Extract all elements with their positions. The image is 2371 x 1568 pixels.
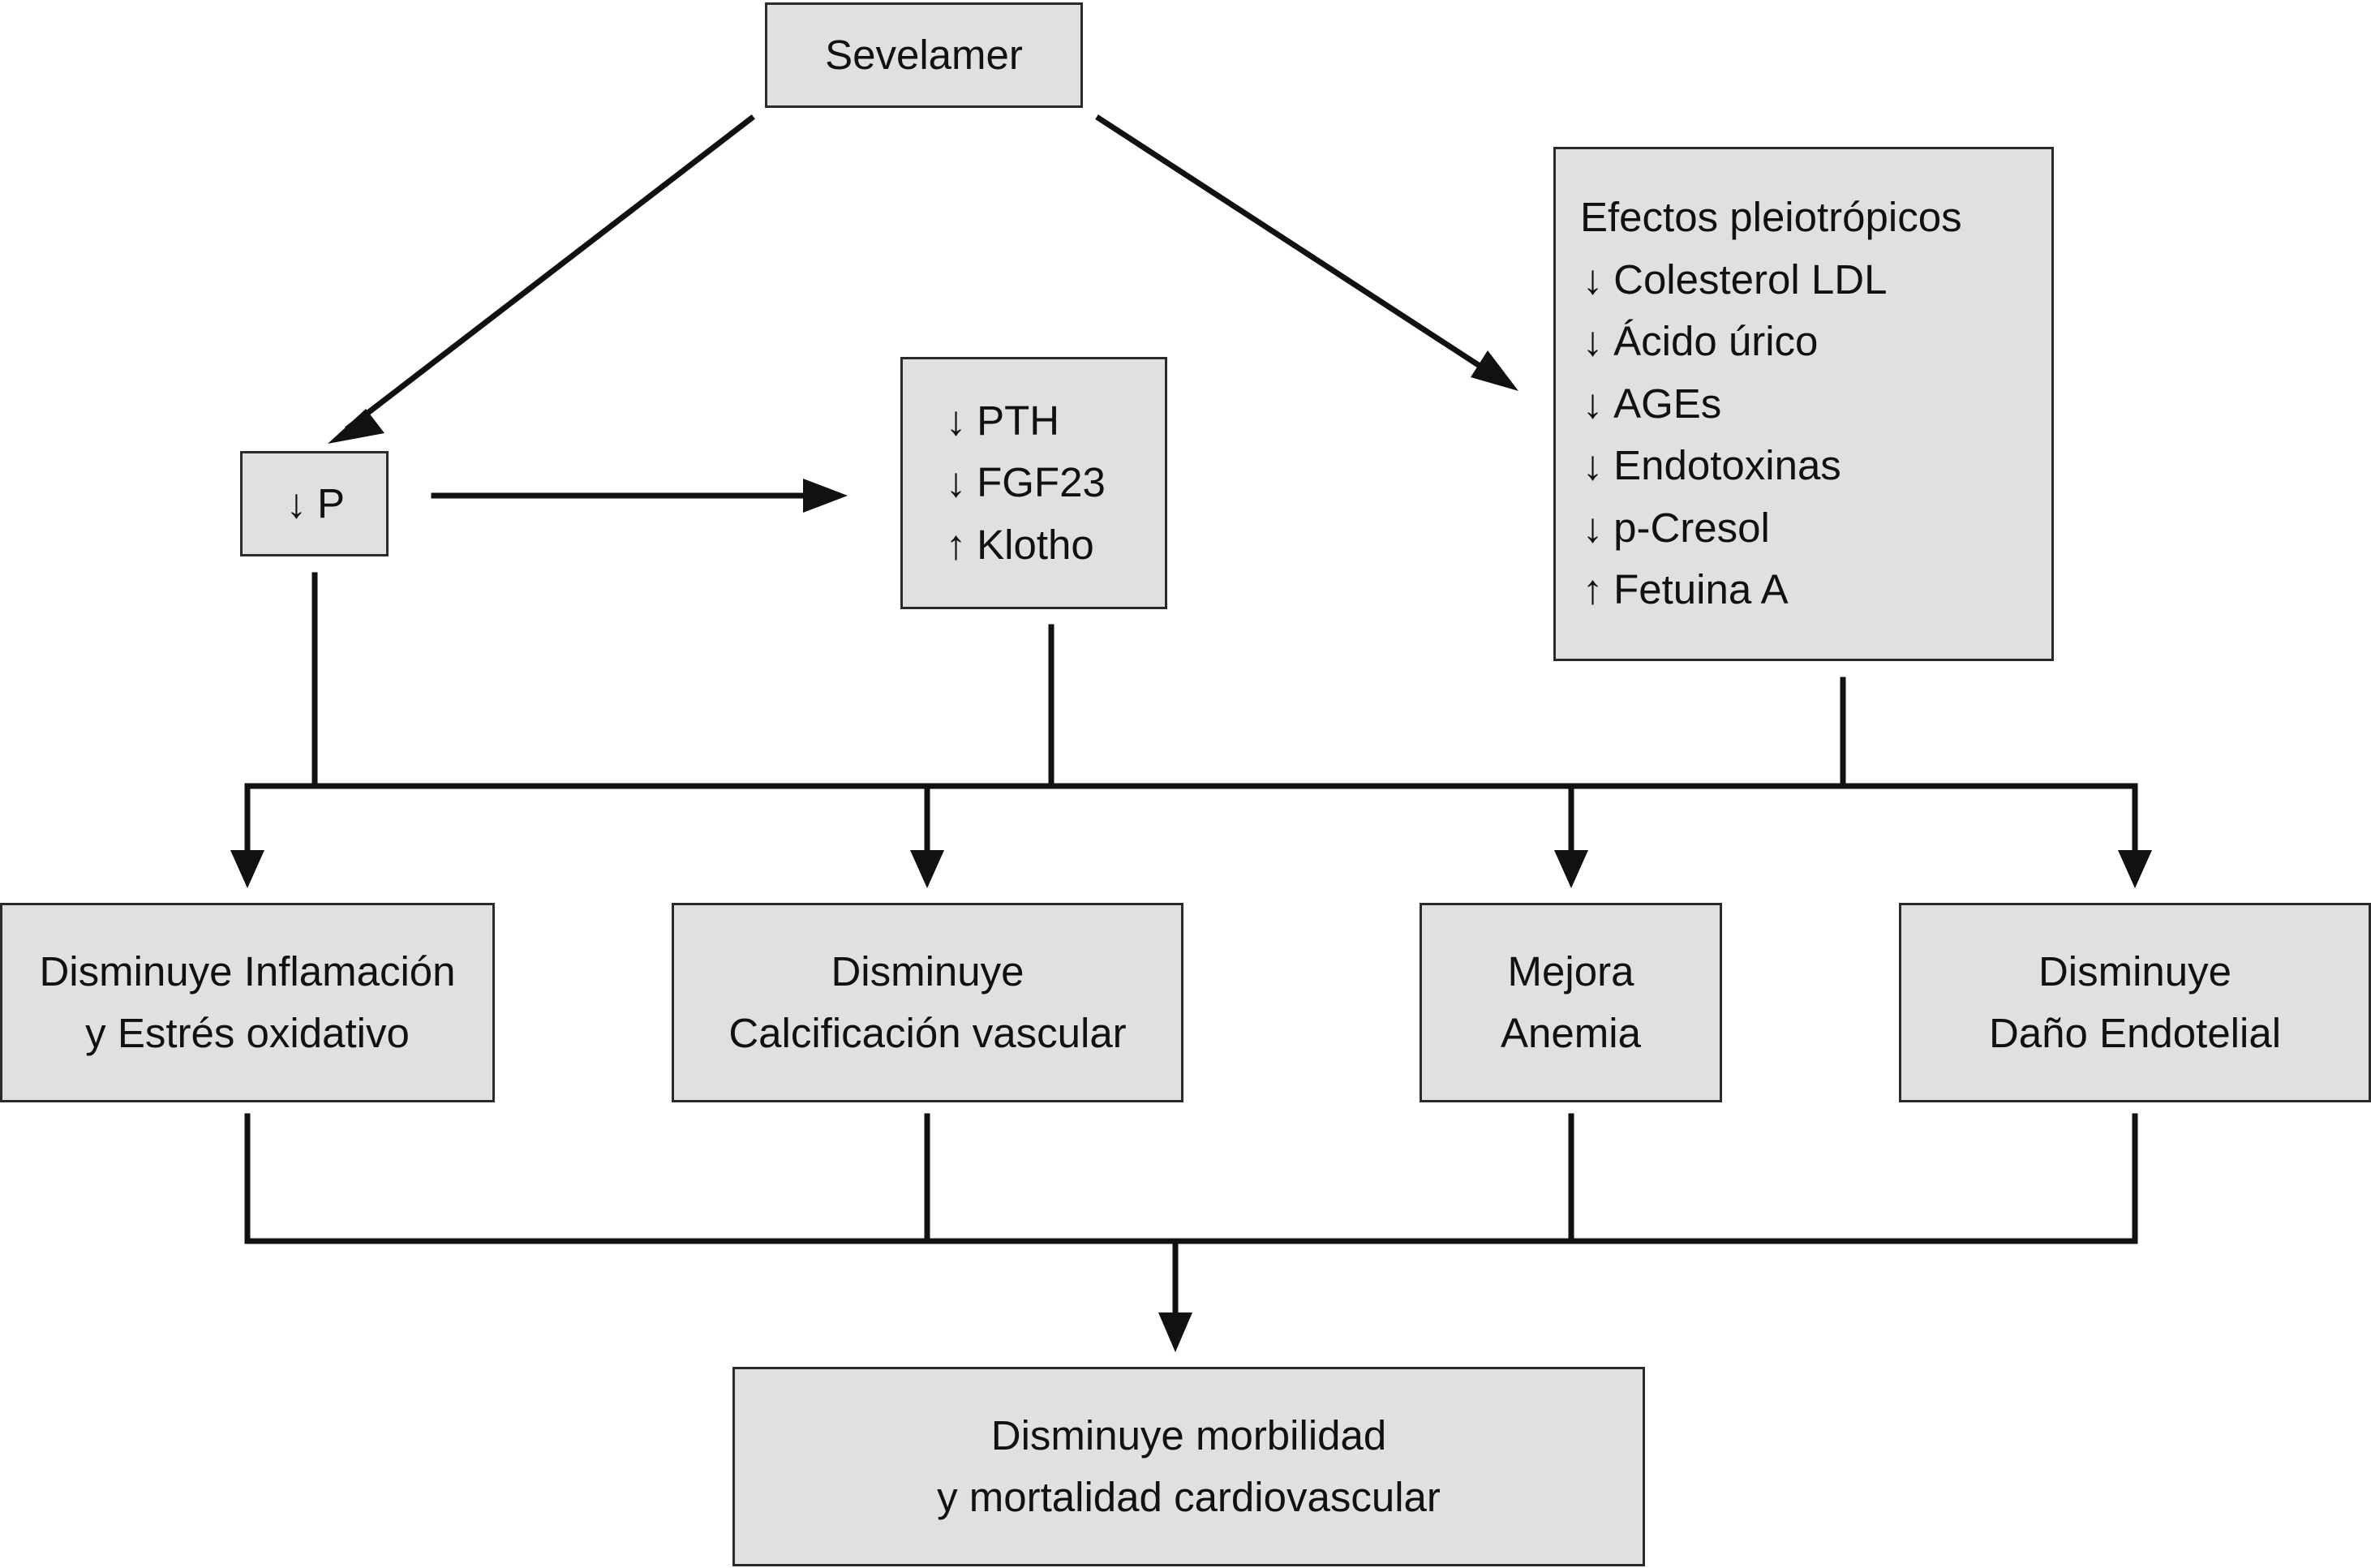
- down-arrow-icon: ↓: [1582, 256, 1604, 303]
- pleiotropic-text: Endotoxinas: [1613, 442, 1841, 489]
- outcome-line-1: Disminuye: [831, 947, 1024, 994]
- pleiotropic-item-uric-acid: ↓Ácido úrico: [1580, 311, 2051, 373]
- outcome-calcification-box: Disminuye Calcificación vascular: [672, 903, 1183, 1102]
- down-arrow-icon: ↓: [1582, 380, 1604, 427]
- outcome-line-2: Calcificación vascular: [728, 1010, 1127, 1056]
- outcome-line-2: Anemia: [1501, 1010, 1641, 1056]
- outcome-line-1: Disminuye Inflamación: [39, 947, 456, 994]
- down-arrow-icon: ↓: [1582, 318, 1604, 365]
- pleiotropic-text: Ácido úrico: [1613, 318, 1819, 365]
- hormone-item-pth: ↓PTH: [943, 390, 1165, 453]
- arrowhead-to-endothelial: [2118, 850, 2152, 888]
- pleiotropic-title: Efectos pleiotrópicos: [1580, 194, 1962, 241]
- phosphorus-text: P: [317, 479, 346, 526]
- pleiotropic-text: p-Cresol: [1613, 504, 1770, 551]
- arrowhead-to-calcification: [910, 850, 944, 888]
- pleiotropic-text: Colesterol LDL: [1613, 256, 1888, 303]
- up-arrow-icon: ↑: [945, 521, 967, 568]
- down-arrow-icon: ↓: [1582, 442, 1604, 489]
- outcome-inflammation-box: Disminuye Inflamación y Estrés oxidativo: [0, 903, 495, 1102]
- outcome-anemia-box: Mejora Anemia: [1420, 903, 1722, 1102]
- outcome-line-1: Disminuye: [2038, 947, 2232, 994]
- outcome-line-1: Mejora: [1507, 947, 1634, 994]
- outcome-endothelial-box: Disminuye Daño Endotelial: [1899, 903, 2371, 1102]
- final-line-1: Disminuye morbilidad: [990, 1411, 1387, 1458]
- arrowhead-to-pleiotropic: [1471, 350, 1518, 391]
- arrow-sevelamer-to-p: [345, 114, 755, 432]
- outcome-line-2: Daño Endotelial: [1988, 1010, 2282, 1056]
- pleiotropic-text: Fetuina A: [1613, 566, 1789, 613]
- down-arrow-icon: ↓: [286, 479, 307, 526]
- sevelamer-box: Sevelamer: [765, 2, 1083, 108]
- down-arrow-icon: ↓: [945, 397, 967, 444]
- down-arrow-icon: ↓: [945, 459, 967, 506]
- pleiotropic-item-endotoxins: ↓Endotoxinas: [1580, 435, 2051, 497]
- hormone-text: Klotho: [977, 521, 1094, 568]
- hormone-text: PTH: [977, 397, 1060, 444]
- pleiotropic-effects-box: Efectos pleiotrópicos ↓Colesterol LDL ↓Á…: [1553, 147, 2054, 661]
- hormone-text: FGF23: [977, 459, 1106, 506]
- pleiotropic-item-p-cresol: ↓p-Cresol: [1580, 497, 2051, 560]
- phosphorus-label: ↓P: [284, 473, 345, 535]
- arrowhead-to-anemia: [1554, 850, 1588, 888]
- outcome-line-2: y Estrés oxidativo: [85, 1010, 410, 1056]
- pleiotropic-item-ldl: ↓Colesterol LDL: [1580, 249, 2051, 311]
- arrowhead-to-final: [1158, 1312, 1192, 1352]
- arrow-sevelamer-to-pleiotropic: [1095, 114, 1495, 377]
- sevelamer-label: Sevelamer: [825, 31, 1023, 78]
- final-line-2: y mortalidad cardiovascular: [937, 1474, 1441, 1520]
- final-outcome-box: Disminuye morbilidad y mortalidad cardio…: [732, 1367, 1645, 1566]
- hormone-item-klotho: ↑Klotho: [943, 514, 1165, 577]
- pleiotropic-item-fetuin-a: ↑Fetuina A: [1580, 559, 2051, 621]
- pleiotropic-text: AGEs: [1613, 380, 1722, 427]
- arrowhead-to-p: [328, 409, 384, 444]
- arrowhead-to-inflammation: [230, 850, 264, 888]
- arrowhead-to-hormones: [803, 479, 848, 513]
- phosphorus-box: ↓P: [240, 451, 389, 556]
- pleiotropic-item-ages: ↓AGEs: [1580, 373, 2051, 436]
- hormone-item-fgf23: ↓FGF23: [943, 452, 1165, 514]
- down-arrow-icon: ↓: [1582, 504, 1604, 551]
- hormones-box: ↓PTH ↓FGF23 ↑Klotho: [900, 357, 1167, 609]
- up-arrow-icon: ↑: [1582, 566, 1604, 613]
